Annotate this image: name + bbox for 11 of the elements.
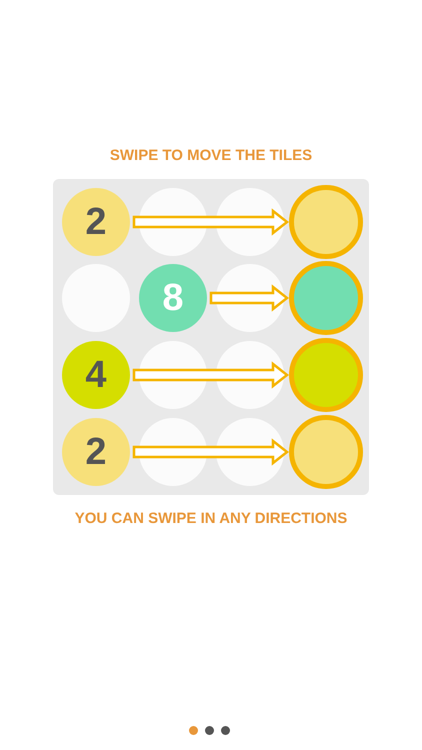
arrow: [132, 208, 290, 236]
tile-number: 2: [85, 433, 107, 471]
arrow: [132, 438, 290, 466]
caption: YOU CAN SWIPE IN ANY DIRECTIONS: [74, 510, 348, 527]
arrow: [210, 284, 290, 312]
tile-number: 8: [162, 279, 184, 317]
tile-number: 4: [85, 356, 107, 394]
arrow: [132, 361, 290, 389]
tile-number: 2: [85, 203, 107, 241]
heading: SWIPE TO MOVE THE TILES: [108, 147, 314, 164]
game-board: [53, 179, 369, 495]
